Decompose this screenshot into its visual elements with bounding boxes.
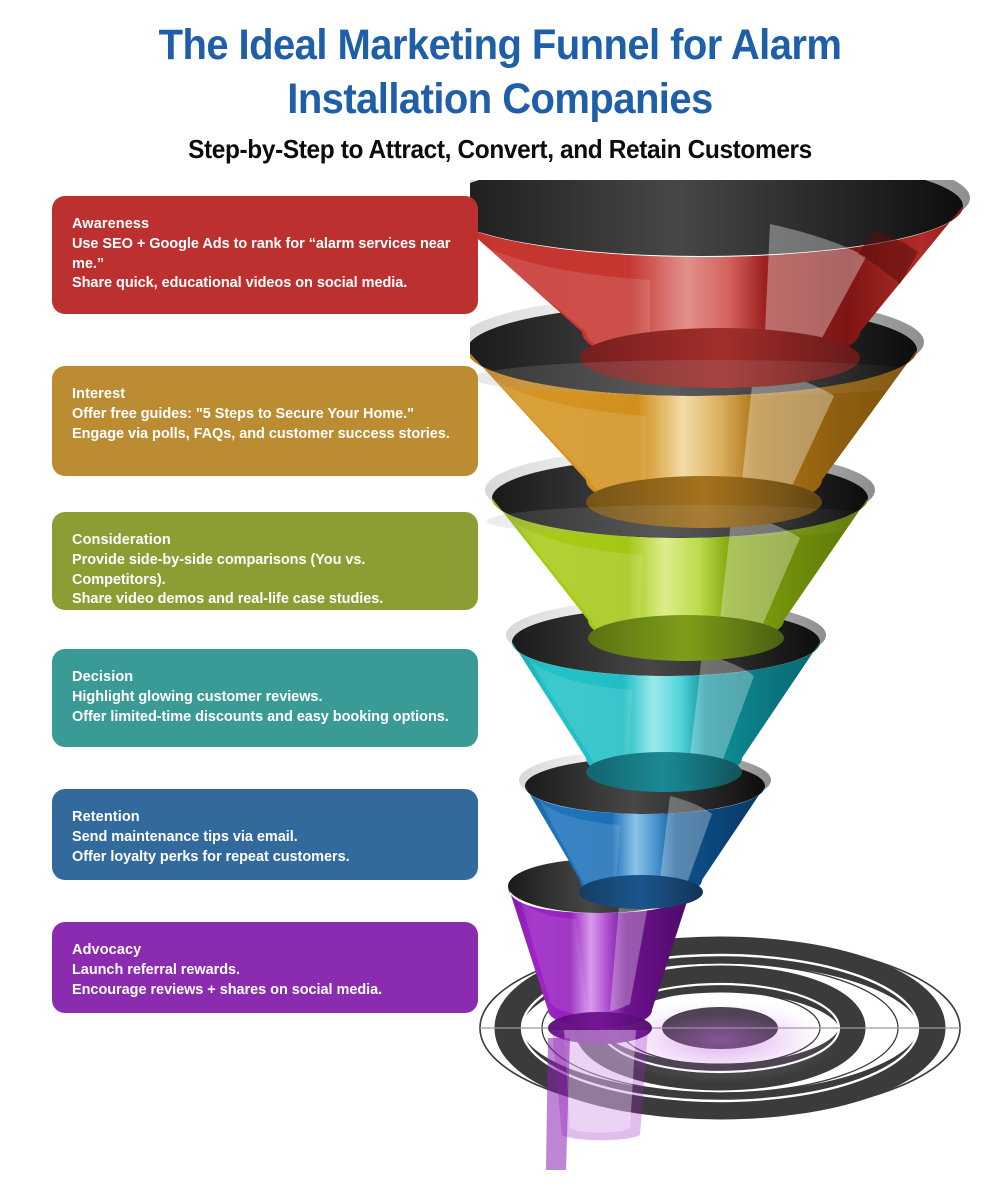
stage-card-title: Interest xyxy=(72,386,126,402)
stage-card-body: Offer free guides: "5 Steps to Secure Yo… xyxy=(72,406,450,442)
stage-card-body: Highlight glowing customer reviews. Offe… xyxy=(72,689,449,725)
stage-card-body: Provide side-by-side comparisons (You vs… xyxy=(72,552,384,607)
stage-card-body: Send maintenance tips via email. Offer l… xyxy=(72,829,350,865)
page-title: The Ideal Marketing Funnel for Alarm Ins… xyxy=(158,21,842,123)
header: The Ideal Marketing Funnel for Alarm Ins… xyxy=(0,0,1000,175)
stage-card-body: Use SEO + Google Ads to rank for “alarm … xyxy=(72,236,451,291)
stage-card-title: Awareness xyxy=(72,216,150,232)
funnel-tier-awareness xyxy=(470,180,970,396)
stage-card-title: Advocacy xyxy=(72,942,142,958)
stage-card-body: Launch referral rewards. Encourage revie… xyxy=(72,962,383,998)
stage-card-awareness[interactable]: Awareness Use SEO + Google Ads to rank f… xyxy=(52,196,478,314)
stage-card-consideration[interactable]: Consideration Provide side-by-side compa… xyxy=(52,512,478,610)
stage-card-title: Retention xyxy=(72,809,140,825)
page-subtitle: Step-by-Step to Attract, Convert, and Re… xyxy=(188,134,812,164)
funnel-graphic xyxy=(470,180,1000,1180)
stage-card-decision[interactable]: Decision Highlight glowing customer revi… xyxy=(52,649,478,747)
stage-card-title: Decision xyxy=(72,669,134,685)
stage-card-title: Consideration xyxy=(72,532,171,548)
stage-card-retention[interactable]: Retention Send maintenance tips via emai… xyxy=(52,789,478,880)
stage-card-interest[interactable]: Interest Offer free guides: "5 Steps to … xyxy=(52,366,478,476)
stage-card-advocacy[interactable]: Advocacy Launch referral rewards. Encour… xyxy=(52,922,478,1013)
